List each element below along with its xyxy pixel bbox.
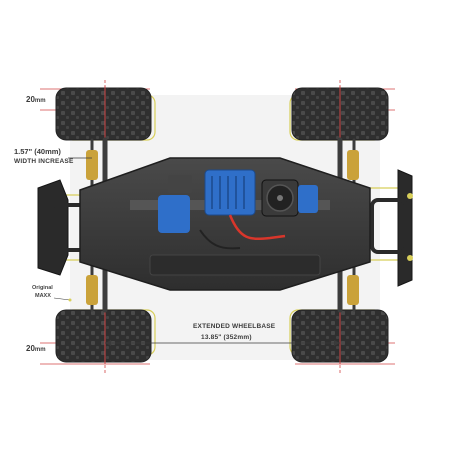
bumper-icon xyxy=(37,169,413,287)
servo xyxy=(168,175,192,193)
battery-tray-icon xyxy=(149,254,321,276)
ground-wire xyxy=(199,229,241,250)
tire-icon xyxy=(55,87,389,363)
wheelbase-caption: EXTENDED WHEELBASE xyxy=(193,323,276,330)
width-increase-value: 1.57" (40mm) xyxy=(14,147,61,156)
original-maxx-line1: Original xyxy=(32,285,53,291)
shock-springs xyxy=(86,150,359,305)
wheelbase-value: 13.85" (352mm) xyxy=(201,334,252,341)
esc-fins xyxy=(211,176,245,209)
original-maxx-leader xyxy=(53,297,71,301)
track-offset-top-label: 20mm xyxy=(26,95,46,105)
width-increase-caption: WIDTH INCREASE xyxy=(14,158,74,165)
power-wire xyxy=(228,214,286,241)
track-offset-bottom-label: 20mm xyxy=(26,344,46,354)
motor-icon xyxy=(298,185,318,213)
tire-centerlines xyxy=(104,86,341,364)
receiver-box xyxy=(158,195,190,233)
original-maxx-line2: MAXX xyxy=(35,293,51,299)
